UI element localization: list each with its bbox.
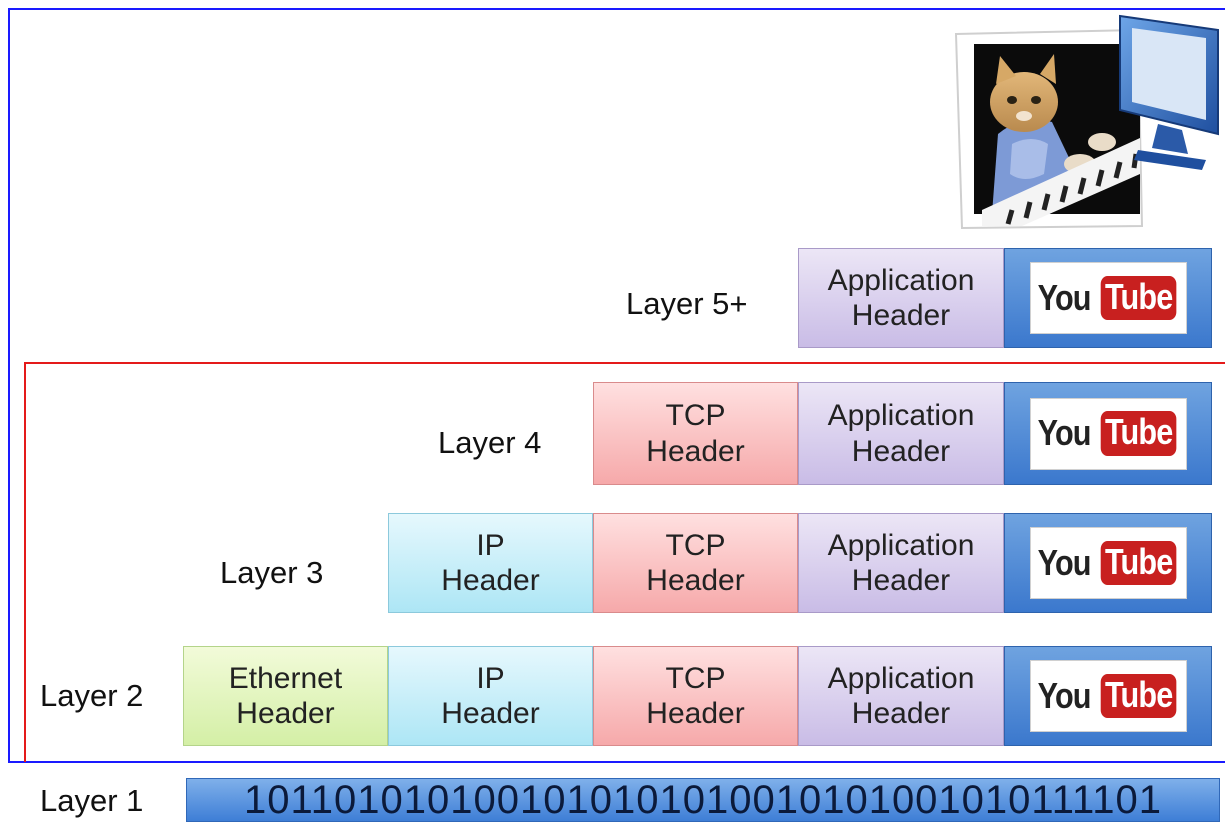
logo-you: You: [1037, 276, 1092, 318]
header-subtitle: Header: [236, 697, 335, 730]
header-subtitle: Header: [851, 434, 951, 468]
header-title: IP: [476, 528, 505, 562]
layer-4-label: Layer 4: [438, 425, 542, 460]
layer-1-label: Layer 1: [40, 783, 144, 818]
logo-you: You: [1037, 541, 1092, 583]
logo-tube: Tube: [1100, 411, 1177, 456]
logo-you: You: [1037, 674, 1092, 716]
header-subtitle: Header: [441, 697, 540, 730]
header-subtitle: Header: [646, 697, 745, 730]
logo-you: You: [1037, 412, 1092, 454]
header-title: Application: [827, 399, 975, 433]
header-subtitle: Header: [441, 564, 540, 597]
inner-frame: [24, 362, 1225, 762]
layer-2-label: Layer 2: [40, 678, 144, 713]
header-title: IP: [476, 661, 505, 695]
bitstream-bar: 1011010101001010101010010101001010111101: [186, 778, 1220, 822]
header-subtitle: Header: [851, 697, 951, 730]
header-title: Application: [827, 263, 975, 297]
logo-tube: Tube: [1100, 673, 1177, 719]
header-title: TCP: [665, 399, 726, 433]
header-title: Ethernet: [228, 661, 343, 695]
header-subtitle: Header: [851, 299, 951, 332]
outer-frame: [8, 8, 1225, 763]
layer-3-label: Layer 3: [220, 555, 324, 590]
header-subtitle: Header: [646, 564, 745, 597]
header-title: Application: [827, 528, 975, 562]
logo-tube: Tube: [1100, 275, 1177, 321]
header-title: TCP: [665, 661, 726, 695]
header-subtitle: Header: [851, 564, 951, 597]
header-title: Application: [827, 661, 975, 695]
logo-tube: Tube: [1100, 540, 1177, 586]
header-title: TCP: [665, 528, 726, 562]
header-subtitle: Header: [646, 434, 745, 468]
layer-5-label: Layer 5+: [626, 286, 748, 321]
keyboard-cat-image: [954, 14, 1219, 229]
